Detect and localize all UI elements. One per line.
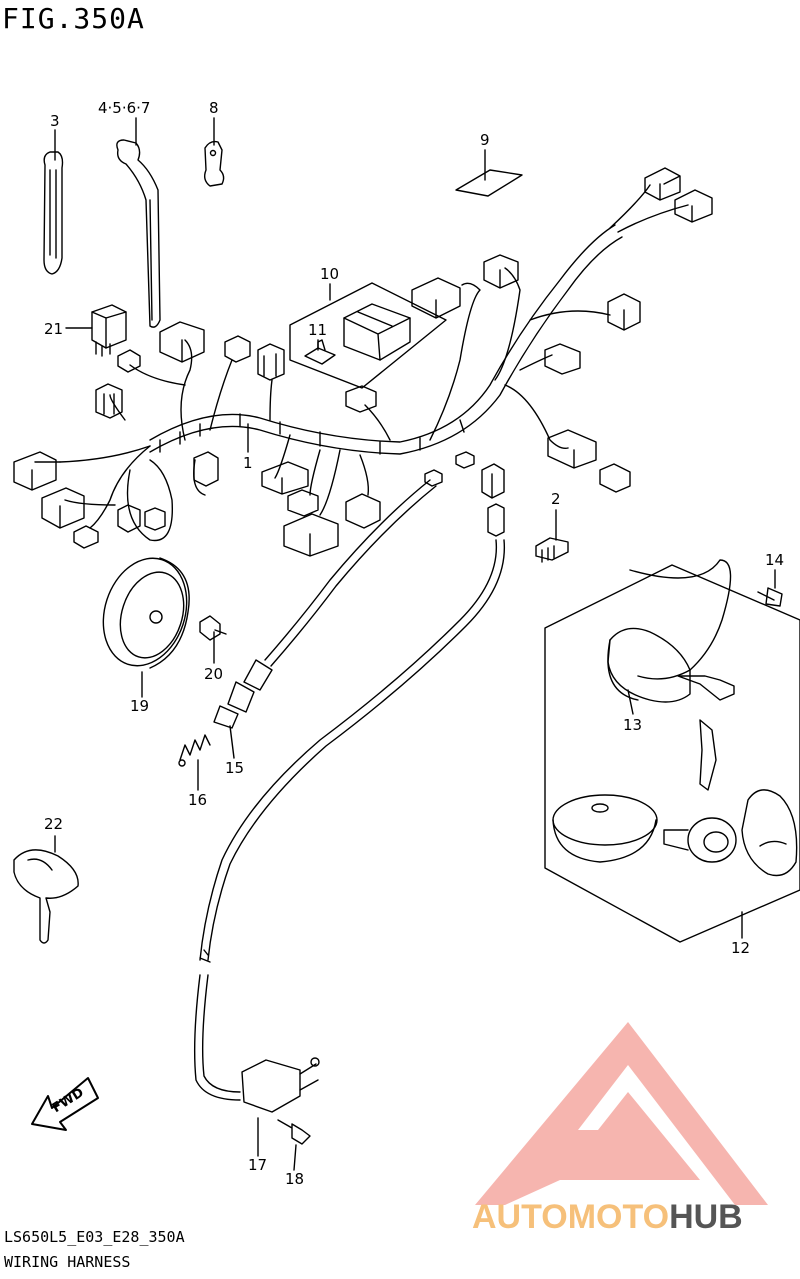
figure-name: WIRING HARNESS [4, 1253, 131, 1271]
fuel-cap-lock [552, 794, 658, 863]
spring-part-16 [178, 734, 211, 767]
seat-lock-cylinder [663, 817, 737, 863]
main-wire-harness-part-1 [34, 184, 689, 542]
fwd-arrow-icon [31, 1077, 99, 1131]
leader-lines [54, 117, 776, 1171]
callout-8: 8 [209, 99, 219, 117]
harness-connectors [13, 167, 713, 557]
lock-cover [741, 789, 798, 877]
fwd-label: FWD [50, 1085, 87, 1116]
callout-22: 22 [44, 815, 63, 833]
callout-13: 13 [623, 716, 642, 734]
callout-21: 21 [44, 320, 63, 338]
drawing-code: LS650L5_E03_E28_350A [4, 1228, 185, 1246]
rear-switch-cable-part-17 [193, 539, 506, 1113]
cable-tie-part-4-7 [116, 139, 161, 328]
callout-18: 18 [285, 1170, 304, 1188]
watermark-hub-text: HUB [669, 1198, 743, 1236]
callout-1: 1 [243, 454, 253, 472]
screw-part-14 [757, 587, 783, 607]
callout-19: 19 [130, 697, 149, 715]
callout-9: 9 [480, 131, 490, 149]
watermark-logo [475, 1022, 768, 1205]
callout-labels: 1 2 3 4·5·6·7 8 9 10 11 12 13 14 15 16 1… [44, 99, 784, 1188]
switch-cable-part-15 [213, 479, 437, 729]
callout-12: 12 [731, 939, 750, 957]
clamp-part-8 [203, 140, 225, 187]
callout-14: 14 [765, 551, 784, 569]
callout-17: 17 [248, 1156, 267, 1174]
screw-part-18 [277, 1119, 311, 1145]
outline-box-10 [289, 282, 447, 389]
callout-16: 16 [188, 791, 207, 809]
watermark-text: AUTOMOTOHUB [472, 1198, 743, 1236]
lock-set-box-12 [544, 564, 800, 943]
connector-part-2 [535, 537, 569, 563]
key-part-22 [13, 849, 79, 944]
relay-part-10 [343, 303, 411, 361]
callout-2: 2 [551, 490, 561, 508]
callout-11: 11 [308, 321, 327, 339]
cable-tie-part-3 [43, 151, 64, 275]
callout-3: 3 [50, 112, 60, 130]
callout-20: 20 [204, 665, 223, 683]
watermark-auto-text: AUTOMOTO [472, 1198, 669, 1236]
callout-15: 15 [225, 759, 244, 777]
callout-10: 10 [320, 265, 339, 283]
relay-part-21 [91, 304, 127, 357]
svg-text:AUTOMOTOHUB: AUTOMOTOHUB [472, 1198, 743, 1236]
label-part-9 [455, 169, 523, 197]
fuse-part-11 [304, 339, 336, 365]
figure-title: FIG.350A [2, 2, 145, 35]
callout-4-7: 4·5·6·7 [98, 99, 150, 117]
horn-part-19 [102, 557, 190, 669]
ignition-switch-part-13 [607, 559, 735, 791]
bolt-part-20 [199, 615, 227, 641]
